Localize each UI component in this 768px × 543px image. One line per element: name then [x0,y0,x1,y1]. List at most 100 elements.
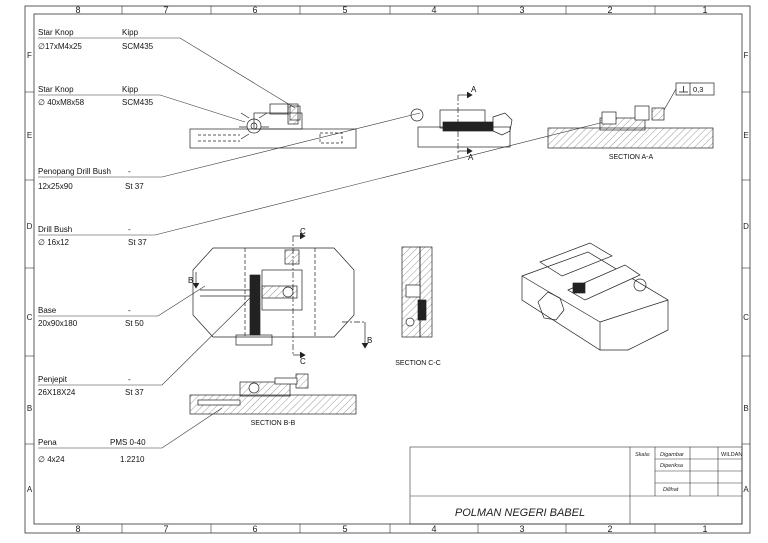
part-material: St 37 [125,388,144,397]
iso-base [521,251,669,351]
drawn-by-label: Digambar [660,452,685,458]
part-name: Penopang Drill Bush [38,167,111,176]
row-label-right: E [743,131,748,140]
base-plate-front [189,128,357,149]
col-label-top: 8 [75,5,80,15]
part-supplier: - [128,306,131,315]
star-knob-side [492,112,513,136]
part-dimension: ∅ 40xM8x58 [38,98,85,107]
side-view [410,91,513,158]
part-material: 1.2210 [120,455,145,464]
approved-by-label: Dilihat [663,487,679,493]
cut-label-c-bottom: C [300,357,306,366]
drill-bush-side [410,108,424,122]
col-label-top: 5 [342,5,347,15]
col-label-top: 1 [702,5,707,15]
part-supplier: - [128,375,131,384]
part-supplier: PMS 0-40 [110,438,146,447]
column-labels: 8 7 6 5 4 3 2 1 8 7 6 5 4 3 2 1 [75,5,707,534]
iso-star-knob [537,291,565,321]
part-name: Star Knop [38,28,74,37]
part-material: St 37 [128,238,147,247]
row-label-right: D [743,222,749,231]
part-callout-star-knop-large: Star Knop Kipp ∅ 40xM8x58 SCM435 [38,85,246,123]
row-label-right: A [743,485,749,494]
outer-frame [24,5,751,534]
row-label-right: C [743,313,749,322]
col-label-bottom: 7 [163,524,168,534]
col-label-bottom: 1 [702,524,707,534]
col-label-top: 3 [519,5,524,15]
part-callout-pena: Pena PMS 0-40 ∅ 4x24 1.2210 [38,407,223,464]
section-a-a-view [547,105,714,149]
part-name: Pena [38,438,57,447]
section-b-b-label: SECTION B-B [251,420,296,427]
cut-label-a-bottom: A [468,153,474,162]
part-supplier: - [128,225,131,234]
star-knob-large-front [246,118,262,134]
row-label-left: D [27,222,33,231]
section-c-c-view [401,246,433,338]
base-plate-top [192,247,355,338]
part-dimension: ∅ 16x12 [38,238,70,247]
part-callout-base: Base - 20x90x180 St 50 [38,285,206,328]
part-dimension: 26X18X24 [38,388,76,397]
cut-label-c-top: C [300,227,306,236]
part-material: SCM435 [122,98,154,107]
section-c-c-label: SECTION C-C [395,360,441,367]
institution-name: POLMAN NEGERI BABEL [455,507,585,519]
checked-by-label: Diperiksa [660,463,683,469]
col-label-bottom: 8 [75,524,80,534]
drawer-name: WILDAN [721,452,742,458]
title-block-fields: Skala: Digambar WILDAN Diperiksa Dilihat [635,452,742,493]
star-knob-small-front [289,105,301,121]
part-callout-penjepit: Penjepit - 26X18X24 St 37 [38,295,253,397]
top-view [192,232,369,359]
col-label-top: 6 [252,5,257,15]
part-name: Star Knop [38,85,74,94]
star-knob-top [235,334,273,346]
part-name: Drill Bush [38,225,72,234]
scale-label: Skala: [635,452,651,458]
col-label-bottom: 3 [519,524,524,534]
clamp-top-front [269,103,289,115]
front-view [189,103,357,149]
screw-shaft-side [442,121,494,132]
col-label-bottom: 6 [252,524,257,534]
col-label-top: 2 [607,5,612,15]
part-material: St 50 [125,319,144,328]
part-callout-penopang-drill-bush: Penopang Drill Bush - 12x25x90 St 37 [38,112,421,191]
inner-frame [33,13,743,525]
iso-small-knob [633,278,647,292]
part-callout-star-knop-small: Star Knop Kipp ∅17xM4x25 SCM435 [38,28,296,109]
row-label-right: F [744,51,749,60]
part-material: SCM435 [122,42,154,51]
part-dimension: 12x25x90 [38,182,73,191]
part-name: Penjepit [38,375,68,384]
cut-label-b-left: B [188,276,193,285]
parts-list: Star Knop Kipp ∅17xM4x25 SCM435 Star Kno… [38,28,613,464]
row-label-left: E [27,131,32,140]
clamp-body-front [253,112,303,130]
row-label-left: C [27,313,33,322]
part-name: Base [38,306,57,315]
col-label-bottom: 2 [607,524,612,534]
part-supplier: - [128,167,131,176]
row-label-left: A [27,485,33,494]
row-label-left: B [27,404,32,413]
part-dimension: ∅17xM4x25 [38,42,82,51]
zone-markers [25,6,750,533]
part-dimension: ∅ 4x24 [38,455,65,464]
part-material: St 37 [125,182,144,191]
row-label-left: F [27,51,32,60]
tolerance-frame: 0,3 [663,82,715,111]
part-supplier: Kipp [122,28,139,37]
col-label-bottom: 5 [342,524,347,534]
clamp-screw-top [249,274,261,336]
row-label-right: B [743,404,748,413]
tolerance-value: 0,3 [693,85,703,94]
col-label-top: 4 [431,5,436,15]
section-b-b-view [189,373,357,415]
part-supplier: Kipp [122,85,139,94]
section-a-a-label: SECTION A-A [609,154,654,161]
